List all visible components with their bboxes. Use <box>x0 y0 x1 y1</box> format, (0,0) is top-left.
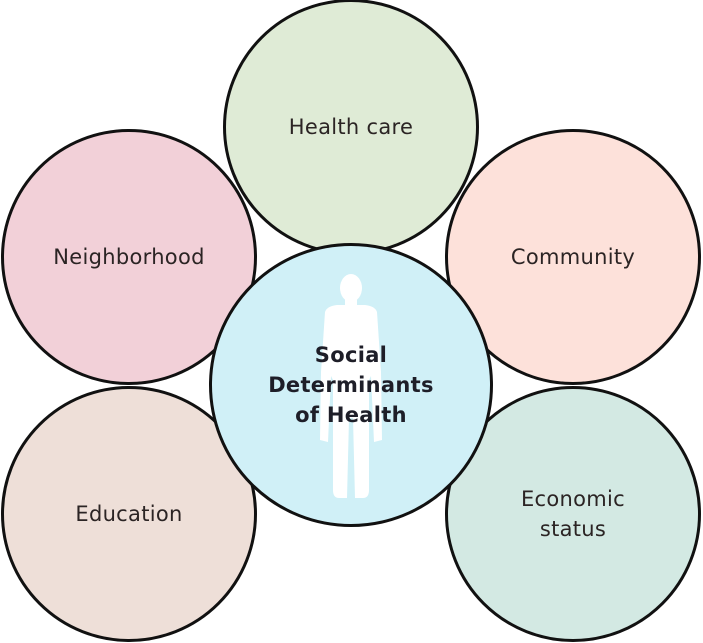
node-label: Education <box>75 502 183 526</box>
node-health-care: Health care <box>223 0 479 255</box>
center-title-line: Determinants <box>268 373 434 397</box>
node-community: Community <box>445 129 701 385</box>
center-title-line: of Health <box>295 403 407 427</box>
person-silhouette-icon <box>320 274 382 498</box>
node-label: Economic status <box>521 484 625 544</box>
node-label: Community <box>510 245 636 269</box>
node-label-line: Economic <box>520 487 626 511</box>
node-label-line: status <box>539 517 607 541</box>
center-node: Social Determinants of Health <box>209 243 493 527</box>
node-education: Education <box>1 386 257 642</box>
center-title-line: Social <box>314 343 388 367</box>
node-label: Neighborhood <box>53 245 205 269</box>
node-economic-status: Economic status <box>445 386 701 642</box>
node-neighborhood: Neighborhood <box>1 129 257 385</box>
center-title: Social Determinants of Health <box>268 340 434 430</box>
node-label: Health care <box>288 115 414 139</box>
